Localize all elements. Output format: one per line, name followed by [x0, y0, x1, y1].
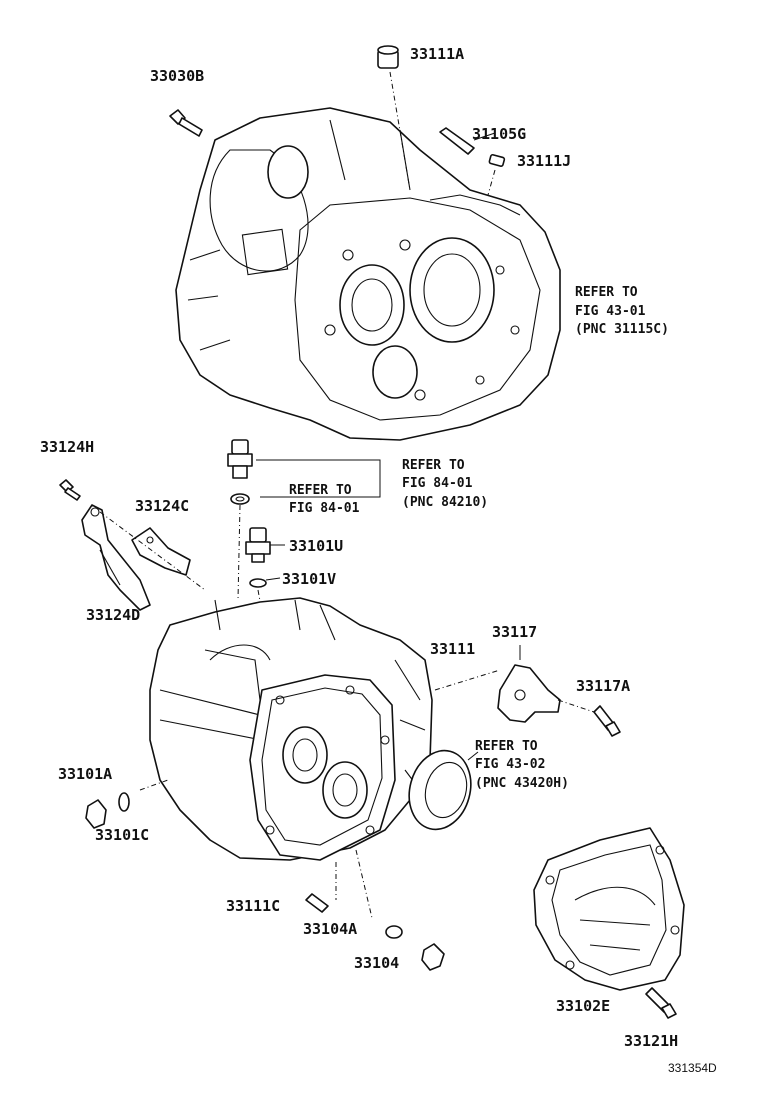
reference-line: FIG 84-01 [289, 501, 360, 516]
callout-33124c[interactable]: 33124C [135, 497, 189, 515]
callout-33117a[interactable]: 33117A [576, 677, 630, 695]
reference-line: REFER TO [575, 285, 638, 300]
bracket-33117 [434, 645, 561, 723]
reference-line: FIG 84-01 [402, 476, 473, 491]
reference-line: REFER TO [289, 483, 352, 498]
plug-33101a [85, 799, 107, 829]
callout-33111j[interactable]: 33111J [517, 152, 571, 170]
callout-33104a[interactable]: 33104A [303, 920, 357, 938]
bolt-33121h [645, 987, 677, 1019]
gasket-33104a [385, 925, 403, 939]
gasket-33101c [118, 792, 130, 812]
reference-line: FIG 43-01 [575, 304, 646, 319]
callout-33102e[interactable]: 33102E [556, 997, 610, 1015]
callout-33111a[interactable]: 33111A [410, 45, 464, 63]
callout-33124d[interactable]: 33124D [86, 606, 140, 624]
callout-33101v[interactable]: 33101V [282, 570, 336, 588]
reference-line: FIG 43-02 [475, 757, 545, 772]
bolt-33117a [557, 699, 621, 737]
transaxle-case-lower [139, 597, 433, 919]
diagram-code: 331354D [668, 1061, 717, 1075]
callout-33030b[interactable]: 33030B [150, 67, 204, 85]
reference-fig4301[interactable]: REFER TO FIG 43-01 (PNC 31115C) [575, 285, 669, 337]
callout-33101a[interactable]: 33101A [58, 765, 112, 783]
reference-fig4302[interactable]: REFER TO FIG 43-02 (PNC 43420H) [475, 739, 569, 791]
oil-seal-fig4302 [408, 749, 479, 831]
pin-33111c [305, 893, 329, 913]
switch-fig8401 [227, 439, 381, 505]
reference-line: (PNC 84210) [402, 495, 488, 510]
reference-line: (PNC 31115C) [575, 322, 669, 337]
callout-33121h[interactable]: 33121H [624, 1032, 678, 1050]
callout-33117[interactable]: 33117 [492, 623, 537, 641]
reference-line: REFER TO [475, 739, 538, 754]
callout-33111c[interactable]: 33111C [226, 897, 280, 915]
transaxle-housing-upper [175, 107, 561, 441]
reference-line: REFER TO [402, 458, 465, 473]
reference-fig8401b[interactable]: REFER TO FIG 84-01 [289, 483, 360, 516]
callout-31105g[interactable]: 31105G [472, 125, 526, 143]
bolt-33030b [169, 109, 203, 137]
callout-33101c[interactable]: 33101C [95, 826, 149, 844]
housing-cover-33102e [533, 827, 685, 991]
pin-33111j [487, 153, 506, 196]
gasket-33101v [237, 504, 281, 613]
bolt-33124h [59, 479, 81, 501]
stud-31105g [439, 127, 496, 155]
callout-33104[interactable]: 33104 [354, 954, 399, 972]
callout-33124h[interactable]: 33124H [40, 438, 94, 456]
reference-fig8401a[interactable]: REFER TO FIG 84-01 (PNC 84210) [402, 458, 488, 510]
reference-line: (PNC 43420H) [475, 776, 569, 791]
bracket-33124d [81, 504, 151, 611]
bracket-33124c [99, 511, 206, 591]
callout-33101u[interactable]: 33101U [289, 537, 343, 555]
callout-33111[interactable]: 33111 [430, 640, 475, 658]
plug-33104 [421, 943, 445, 971]
plug-33111a [377, 45, 411, 191]
switch-33101u [245, 527, 285, 563]
